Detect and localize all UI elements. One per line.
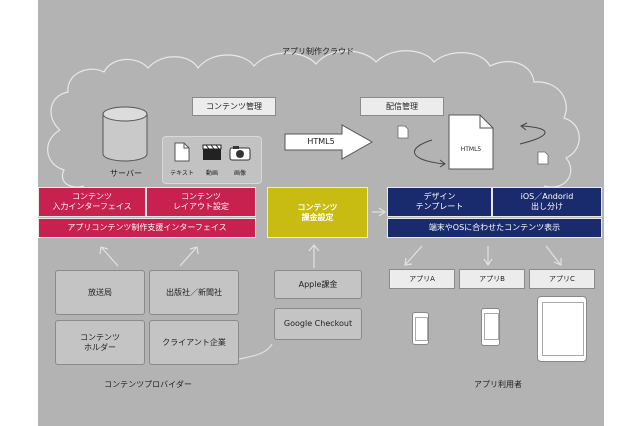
input-interface-bar: コンテンツ 入力インターフェイス xyxy=(38,187,146,217)
app-users-caption: アプリ利用者 xyxy=(474,380,522,389)
broadcaster-box: 放送局 xyxy=(55,270,145,315)
cloud-outline xyxy=(47,50,580,188)
content-management-box: コンテンツ管理 xyxy=(192,97,276,116)
publisher-box: 出版社／新聞社 xyxy=(149,270,239,315)
app-c-box: アプリC xyxy=(529,269,595,289)
tablet-icon xyxy=(537,296,587,362)
ios-android-bar: iOS／Andorid 出し分け xyxy=(492,187,602,217)
content-holder-box: コンテンツ ホルダー xyxy=(55,320,145,365)
html5-arrow xyxy=(284,124,374,160)
html5-arrow-label: HTML5 xyxy=(307,137,335,146)
diagram-canvas: アプリ制作クラウド サーバー テキスト 動画 画像 コンテンツ管理 配信管理 H… xyxy=(38,0,604,426)
html5-file-label: HTML5 xyxy=(460,146,482,153)
smartphone-icon xyxy=(481,308,500,346)
app-a-box: アプリA xyxy=(389,269,455,289)
design-template-bar: デザイン テンプレート xyxy=(387,187,492,217)
camera-icon xyxy=(229,146,251,161)
billing-settings-box: コンテンツ 課金設定 xyxy=(267,187,368,238)
layout-settings-bar: コンテンツ レイアウト設定 xyxy=(146,187,256,217)
client-company-box: クライアント企業 xyxy=(149,320,239,365)
app-b-box: アプリB xyxy=(459,269,525,289)
media-label-video: 動画 xyxy=(205,170,218,177)
server-label: サーバー xyxy=(110,169,142,178)
media-label-image: 画像 xyxy=(233,170,246,177)
html5-file-icon xyxy=(448,114,494,170)
content-provider-caption: コンテンツプロバイダー xyxy=(104,380,192,389)
smartphone-icon xyxy=(412,312,429,345)
distribution-management-box: 配信管理 xyxy=(360,97,444,116)
media-label-text: テキスト xyxy=(170,170,194,177)
google-checkout-box: Google Checkout xyxy=(274,308,362,340)
connector-arrows xyxy=(99,207,562,361)
film-clapper-icon xyxy=(202,144,222,160)
database-icon xyxy=(102,106,148,162)
apple-billing-box: Apple課金 xyxy=(274,270,362,299)
content-display-bar: 端末やOSに合わせたコンテンツ表示 xyxy=(387,218,602,238)
document-icon xyxy=(174,142,190,162)
support-interface-bar: アプリコンテンツ制作支援インターフェイス xyxy=(38,218,256,238)
cloud-title: アプリ制作クラウド xyxy=(282,47,354,56)
distribution-cycle xyxy=(397,122,549,168)
